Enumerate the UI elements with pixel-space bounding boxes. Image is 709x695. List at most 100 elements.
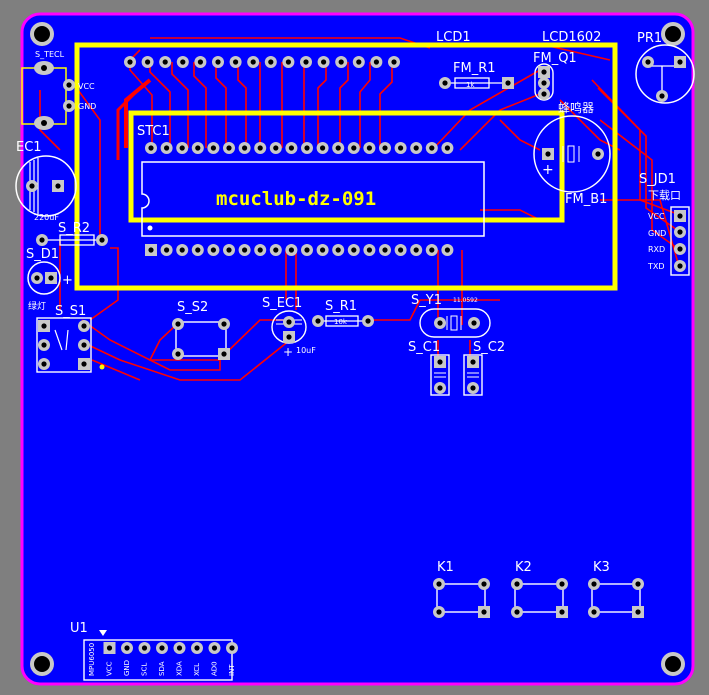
stc1-highlight-frame xyxy=(128,110,565,223)
label-s-y1: S_Y1 xyxy=(411,293,442,308)
lcd1-pin xyxy=(159,56,172,68)
label-u1: U1 xyxy=(70,621,88,636)
label-lcd1: LCD1 xyxy=(436,30,471,45)
stc1-pin xyxy=(363,244,376,256)
stc1-pin xyxy=(145,142,157,154)
stc1-pin xyxy=(316,142,329,154)
u1-pin-label: XCL xyxy=(193,663,201,676)
lcd1-pin xyxy=(212,56,224,68)
ec1-capacitor xyxy=(15,155,77,217)
mounting-hole-bottom-right xyxy=(661,652,685,676)
lcd1-pin xyxy=(229,56,242,68)
lcd1-pin xyxy=(264,56,277,68)
lcd1-highlight-frame xyxy=(74,42,618,291)
u1-pin-label: GND xyxy=(123,660,131,676)
s-c2-capacitor xyxy=(463,354,483,396)
label-jd-txd: TXD xyxy=(647,262,665,271)
stc1-pin xyxy=(254,244,267,256)
stc1-pin xyxy=(441,244,454,256)
label-k3: K3 xyxy=(593,560,610,575)
label-jd-vcc: VCC xyxy=(648,212,665,221)
fm-q1-transistor xyxy=(534,63,554,101)
k3-button xyxy=(588,578,644,618)
s-r2-resistor xyxy=(36,234,108,246)
label-s-tecl: S_TECL xyxy=(35,50,65,59)
stc1-pin xyxy=(238,142,251,154)
label-gnd: GND xyxy=(78,102,96,111)
label-pr1: PR1 xyxy=(637,31,662,46)
stc1-pin xyxy=(410,142,423,154)
label-buzzer: 蜂鸣器 xyxy=(558,100,594,115)
stc1-pin xyxy=(363,142,376,154)
stc1-pin xyxy=(191,142,204,154)
u1-pin xyxy=(121,642,133,654)
stc1-pin xyxy=(410,244,423,256)
center-board-text: mcuclub-dz-091 xyxy=(216,188,376,210)
lcd1-pin xyxy=(388,56,400,68)
stc1-pin xyxy=(394,142,407,154)
lcd1-pin xyxy=(194,56,207,68)
stc1-pin xyxy=(285,142,298,154)
label-fm-q1: FM_Q1 xyxy=(533,51,577,66)
svg-text:+: + xyxy=(283,345,293,359)
s-d1-led: + xyxy=(27,261,73,295)
u1-pin xyxy=(226,642,238,654)
label-s-y1-value: 11.0592 xyxy=(453,297,478,304)
stc1-pin xyxy=(176,142,189,154)
label-s-jd1: S_JD1 xyxy=(639,172,676,187)
label-s-r1: S_R1 xyxy=(325,299,357,314)
label-s-s2: S_S2 xyxy=(177,300,208,315)
mounting-hole-top-left xyxy=(30,22,54,46)
fm-r1-resistor xyxy=(439,77,514,89)
stc1-pin xyxy=(269,142,282,154)
u1-pin-label: VCC xyxy=(106,661,114,676)
mounting-hole-top-right xyxy=(661,22,685,46)
label-fm-r1-value: 1k xyxy=(466,81,475,89)
lcd1-pin xyxy=(370,56,383,68)
k1-button xyxy=(433,578,490,618)
label-k2: K2 xyxy=(515,560,532,575)
stc1-silk-outline xyxy=(141,161,485,237)
stc1-pin xyxy=(285,244,298,256)
stc1-pin xyxy=(254,142,267,154)
label-s-r1-value: 10k xyxy=(334,318,348,326)
stc1-pin xyxy=(223,142,235,154)
u1-pin-label: SCL xyxy=(141,663,149,676)
label-fm-r1: FM_R1 xyxy=(453,61,496,76)
stc1-pin xyxy=(145,244,157,256)
pr1-photoresistor xyxy=(635,44,695,104)
stc1-pin xyxy=(191,244,204,256)
s-ec1-capacitor: + xyxy=(271,310,307,359)
label-jd-rxd: RXD xyxy=(648,245,665,254)
stc1-pin xyxy=(207,244,220,256)
k2-button xyxy=(511,578,568,618)
lcd1-pin xyxy=(176,56,189,68)
label-s-ec1-value: 10uF xyxy=(296,346,316,355)
label-jd-gnd: GND xyxy=(648,229,666,238)
u1-header xyxy=(83,630,233,681)
label-s-s1: S_S1 xyxy=(55,304,86,319)
svg-text:+: + xyxy=(62,273,73,288)
u1-pin-label: SDA xyxy=(158,661,166,676)
label-s-r2: S_R2 xyxy=(58,221,90,236)
s-s2-switch xyxy=(172,318,230,360)
stc1-pin xyxy=(425,244,438,256)
stc1-pin xyxy=(379,142,391,154)
lcd1-pin xyxy=(124,56,136,68)
stc1-pin1-marker xyxy=(147,225,153,231)
svg-text:+: + xyxy=(542,162,554,178)
board-outline xyxy=(20,12,695,686)
stc1-pin xyxy=(176,244,189,256)
lcd1-pin xyxy=(300,56,312,68)
u1-pin xyxy=(191,642,203,654)
stc1-pin xyxy=(269,244,282,256)
label-s-d1: S_D1 xyxy=(26,247,59,262)
stc1-pin xyxy=(160,244,173,256)
u1-pin-label: AD0 xyxy=(211,661,219,676)
lcd1-pin xyxy=(282,56,295,68)
s-y1-crystal xyxy=(419,308,491,338)
lcd1-pin xyxy=(352,56,365,68)
u1-pin xyxy=(156,642,168,654)
stc1-pin xyxy=(332,142,345,154)
